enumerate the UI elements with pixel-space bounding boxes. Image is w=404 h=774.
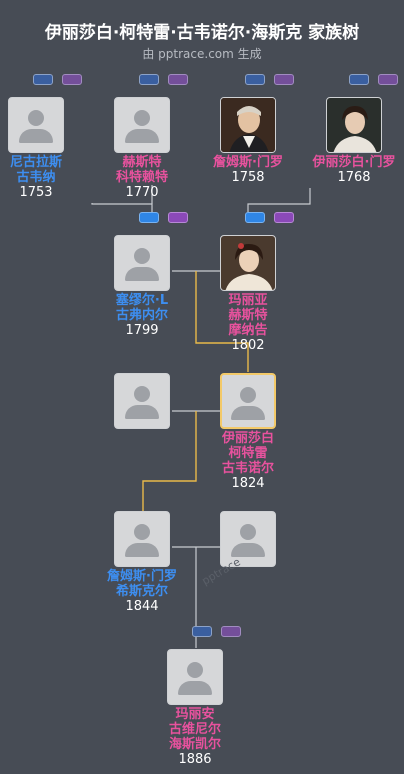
person-card-p6[interactable]: 玛丽亚 赫斯特 摩纳告 1802 bbox=[188, 235, 308, 353]
expand-mother-pill[interactable] bbox=[62, 74, 82, 85]
connector-line bbox=[195, 271, 249, 372]
person-placeholder-icon bbox=[114, 97, 170, 153]
expand-mother-pill[interactable] bbox=[168, 74, 188, 85]
person-placeholder-icon bbox=[220, 511, 276, 567]
portrait-photo bbox=[220, 235, 276, 291]
person-card-p10[interactable] bbox=[188, 511, 308, 569]
expand-father-pill[interactable] bbox=[139, 74, 159, 85]
person-placeholder-icon bbox=[8, 97, 64, 153]
person-name: 伊丽莎白 柯特雷 古韦诺尔 bbox=[221, 431, 274, 476]
person-placeholder-icon bbox=[114, 235, 170, 291]
person-card-p8[interactable]: 伊丽莎白 柯特雷 古韦诺尔 1824 bbox=[188, 373, 308, 491]
person-birth-year: 1802 bbox=[231, 338, 265, 353]
expand-mother-pill[interactable] bbox=[168, 212, 188, 223]
expand-father-pill[interactable] bbox=[192, 626, 212, 637]
expand-father-pill[interactable] bbox=[139, 212, 159, 223]
person-birth-year: 1824 bbox=[231, 476, 265, 491]
person-birth-year: 1758 bbox=[231, 170, 265, 185]
person-card-p9[interactable]: 詹姆斯·门罗 希斯克尔 1844 bbox=[82, 511, 202, 614]
expand-mother-pill[interactable] bbox=[378, 74, 398, 85]
person-placeholder-icon bbox=[114, 373, 170, 429]
person-name: 赫斯特 科特赖特 bbox=[115, 155, 168, 185]
page-subtitle: 由 pptrace.com 生成 bbox=[142, 47, 262, 61]
person-name: 詹姆斯·门罗 希斯克尔 bbox=[107, 569, 177, 599]
expand-father-pill[interactable] bbox=[33, 74, 53, 85]
person-name: 玛丽亚 赫斯特 摩纳告 bbox=[228, 293, 268, 338]
expand-mother-pill[interactable] bbox=[274, 74, 294, 85]
person-card-p4[interactable]: 伊丽莎白·门罗 1768 bbox=[294, 97, 404, 185]
expand-father-pill[interactable] bbox=[245, 74, 265, 85]
page-title: 伊丽莎白·柯特雷·古韦诺尔·海斯克 家族树 bbox=[44, 23, 360, 43]
expand-father-pill[interactable] bbox=[349, 74, 369, 85]
connector-line bbox=[247, 188, 311, 212]
expand-father-pill[interactable] bbox=[245, 212, 265, 223]
person-card-p2[interactable]: 赫斯特 科特赖特 1770 bbox=[82, 97, 202, 200]
person-birth-year: 1886 bbox=[178, 752, 212, 767]
person-placeholder-icon bbox=[114, 511, 170, 567]
person-name: 尼古拉斯 古韦纳 bbox=[9, 155, 62, 185]
person-name: 伊丽莎白·门罗 bbox=[312, 155, 396, 170]
person-card-p7[interactable] bbox=[82, 373, 202, 431]
person-birth-year: 1753 bbox=[19, 185, 53, 200]
person-card-p5[interactable]: 塞缪尔·L 古弗内尔 1799 bbox=[82, 235, 202, 338]
person-birth-year: 1844 bbox=[125, 599, 159, 614]
person-name: 玛丽安 古维尼尔 海斯凯尔 bbox=[168, 707, 221, 752]
person-card-p11[interactable]: 玛丽安 古维尼尔 海斯凯尔 1886 bbox=[135, 649, 255, 767]
person-birth-year: 1768 bbox=[337, 170, 371, 185]
person-name: 詹姆斯·门罗 bbox=[213, 155, 283, 170]
person-card-p1[interactable]: 尼古拉斯 古韦纳 1753 bbox=[0, 97, 96, 200]
expand-mother-pill[interactable] bbox=[274, 212, 294, 223]
portrait-photo bbox=[326, 97, 382, 153]
person-placeholder-icon bbox=[220, 373, 276, 429]
connector-line bbox=[142, 411, 197, 512]
portrait-photo bbox=[220, 97, 276, 153]
person-placeholder-icon bbox=[167, 649, 223, 705]
expand-mother-pill[interactable] bbox=[221, 626, 241, 637]
person-name: 塞缪尔·L 古弗内尔 bbox=[115, 293, 169, 323]
person-card-p3[interactable]: 詹姆斯·门罗 1758 bbox=[188, 97, 308, 185]
person-birth-year: 1799 bbox=[125, 323, 159, 338]
person-birth-year: 1770 bbox=[125, 185, 159, 200]
